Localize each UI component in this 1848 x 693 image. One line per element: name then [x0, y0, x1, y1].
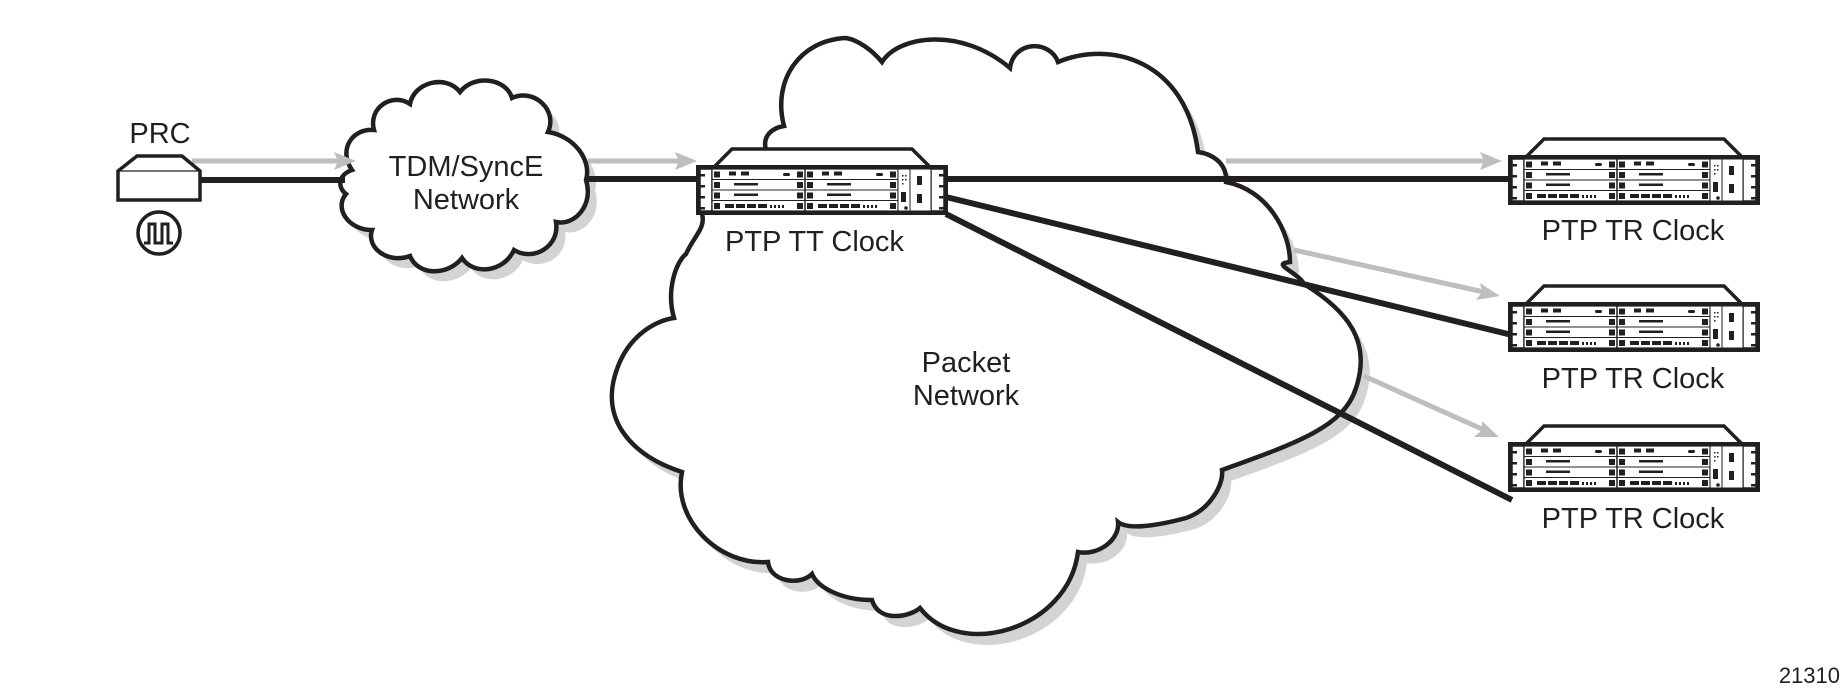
- tr-clock-2-label: PTP TR Clock: [1542, 363, 1725, 395]
- packet-cloud-outline: [609, 35, 1363, 637]
- ptp-tr-clock-3: PTP TR Clock: [1508, 424, 1760, 535]
- tr-clock-3-label: PTP TR Clock: [1542, 503, 1725, 535]
- packet-cloud-label-line2: Network: [913, 380, 1020, 412]
- prc-node: PRC: [116, 118, 202, 256]
- network-links: [200, 176, 1514, 503]
- tt-clock-label: PTP TT Clock: [725, 226, 904, 258]
- tdm-cloud-label-line1: TDM/SyncE: [389, 151, 544, 183]
- tt-clock-chassis: [696, 147, 948, 215]
- tdm-cloud-label-line2: Network: [413, 184, 520, 216]
- packet-network-cloud: [609, 35, 1370, 645]
- prc-device: [116, 154, 202, 202]
- tr-clock-2-chassis: [1508, 284, 1760, 352]
- tdm-cloud-outline: [338, 78, 590, 274]
- packet-cloud-label-line1: Packet: [922, 347, 1011, 379]
- arrowhead-icon: [1480, 152, 1502, 170]
- figure-id: 21310: [1779, 663, 1840, 688]
- arrowhead-icon: [334, 152, 356, 170]
- tr-clock-1-label: PTP TR Clock: [1542, 215, 1725, 247]
- arrowhead-icon: [1474, 421, 1499, 437]
- tr-clock-1-chassis: [1508, 137, 1760, 205]
- flow-arrow-tt-to-tr3: [1362, 373, 1486, 433]
- ptp-tr-clock-2: PTP TR Clock: [1508, 284, 1760, 395]
- ptp-tt-clock: PTP TT Clock: [696, 147, 948, 258]
- prc-label: PRC: [129, 118, 190, 150]
- square-wave-clock-icon: [136, 210, 182, 256]
- sync-flow-arrows: [192, 152, 1502, 437]
- tdm-synce-network-cloud: [338, 78, 597, 282]
- arrowhead-icon: [1476, 283, 1500, 300]
- ptp-tr-clock-1: PTP TR Clock: [1508, 137, 1760, 247]
- tr-clock-3-chassis: [1508, 424, 1760, 492]
- link-tt-to-tr2: [945, 194, 1513, 338]
- arrowhead-icon: [675, 152, 697, 170]
- flow-arrow-tt-to-tr2: [1293, 247, 1485, 295]
- link-tt-to-tr3: [944, 211, 1514, 503]
